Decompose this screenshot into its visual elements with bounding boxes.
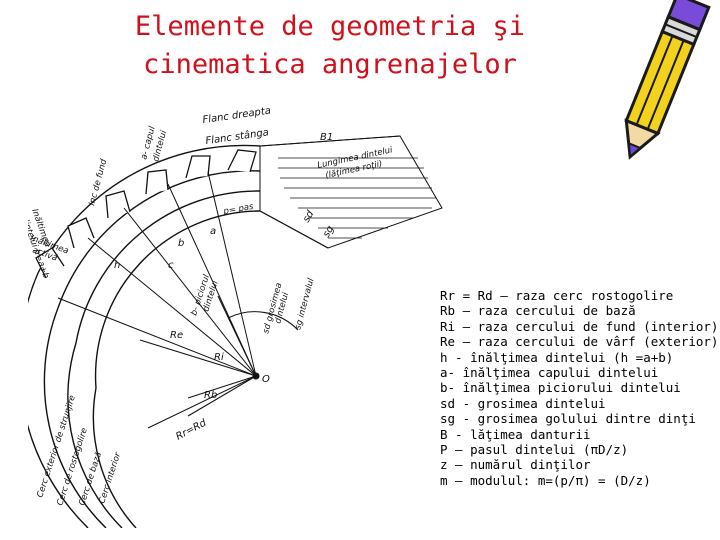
legend-row: P – pasul dintelui (πD/z) xyxy=(440,442,629,458)
legend: Rr = Rd – raza cerc rostogolire Rb – raz… xyxy=(440,288,720,488)
legend-row: Rr = Rd – raza cerc rostogolire xyxy=(440,288,674,303)
label-flanc-stanga: Flanc stânga xyxy=(205,126,270,147)
gear-teeth xyxy=(35,149,257,279)
legend-row: b- înălţimea piciorului dintelui xyxy=(440,380,681,396)
title-line-1: Elemente de geometria şi xyxy=(134,11,526,42)
legend-row: z – numărul dinţilor xyxy=(440,457,591,473)
legend-row: Rb – raza cercului de bază xyxy=(440,303,636,319)
outer-circle-arc xyxy=(37,144,261,274)
gear-diagram: Flanc dreapta Flanc stânga B1 Lungimea d… xyxy=(28,106,443,528)
pencil-icon xyxy=(624,0,711,160)
label-o: O xyxy=(262,374,270,385)
label-flanc-dreapta: Flanc dreapta xyxy=(202,106,272,126)
legend-row: m – modulul: m=(p/π) = (D/z) xyxy=(440,472,651,488)
pitch-circle-arc xyxy=(57,170,261,309)
label-rb: Rb xyxy=(204,390,217,401)
label-sg-intervalul: sg intervalul xyxy=(293,277,316,331)
label-sg: sg xyxy=(321,224,336,240)
legend-row: B - lăţimea danturii xyxy=(440,426,591,442)
label-h: h xyxy=(114,260,120,271)
legend-row: Re – raza cercului de vârf (exterior) xyxy=(440,334,719,350)
label-c: c xyxy=(168,260,174,271)
page-title: Elemente de geometria şi cinematica angr… xyxy=(60,8,600,84)
legend-row: h - înălţimea dintelui (h =a+b) xyxy=(440,349,674,365)
root-circle-arc xyxy=(94,210,261,389)
label-b: b xyxy=(178,238,184,249)
tooth-width-block xyxy=(259,135,443,249)
label-a: a xyxy=(210,226,216,237)
label-b1: B1 xyxy=(320,132,333,143)
legend-row: a- înălţimea capului dintelui xyxy=(440,365,659,381)
label-sd: sd xyxy=(301,208,317,224)
label-p-pas: p= pas xyxy=(222,202,255,217)
label-ri: Ri xyxy=(214,352,224,363)
title-line-2: cinematica angrenajelor xyxy=(143,49,517,80)
label-re: Re xyxy=(170,330,183,341)
label-rr-rd: Rr=Rd xyxy=(174,417,209,442)
legend-row: sd - grosimea dintelui xyxy=(440,395,606,411)
legend-row: Ri – raza cercului de fund (interior) xyxy=(440,318,719,334)
legend-row: sg - grosimea golului dintre dinţi xyxy=(440,411,696,427)
